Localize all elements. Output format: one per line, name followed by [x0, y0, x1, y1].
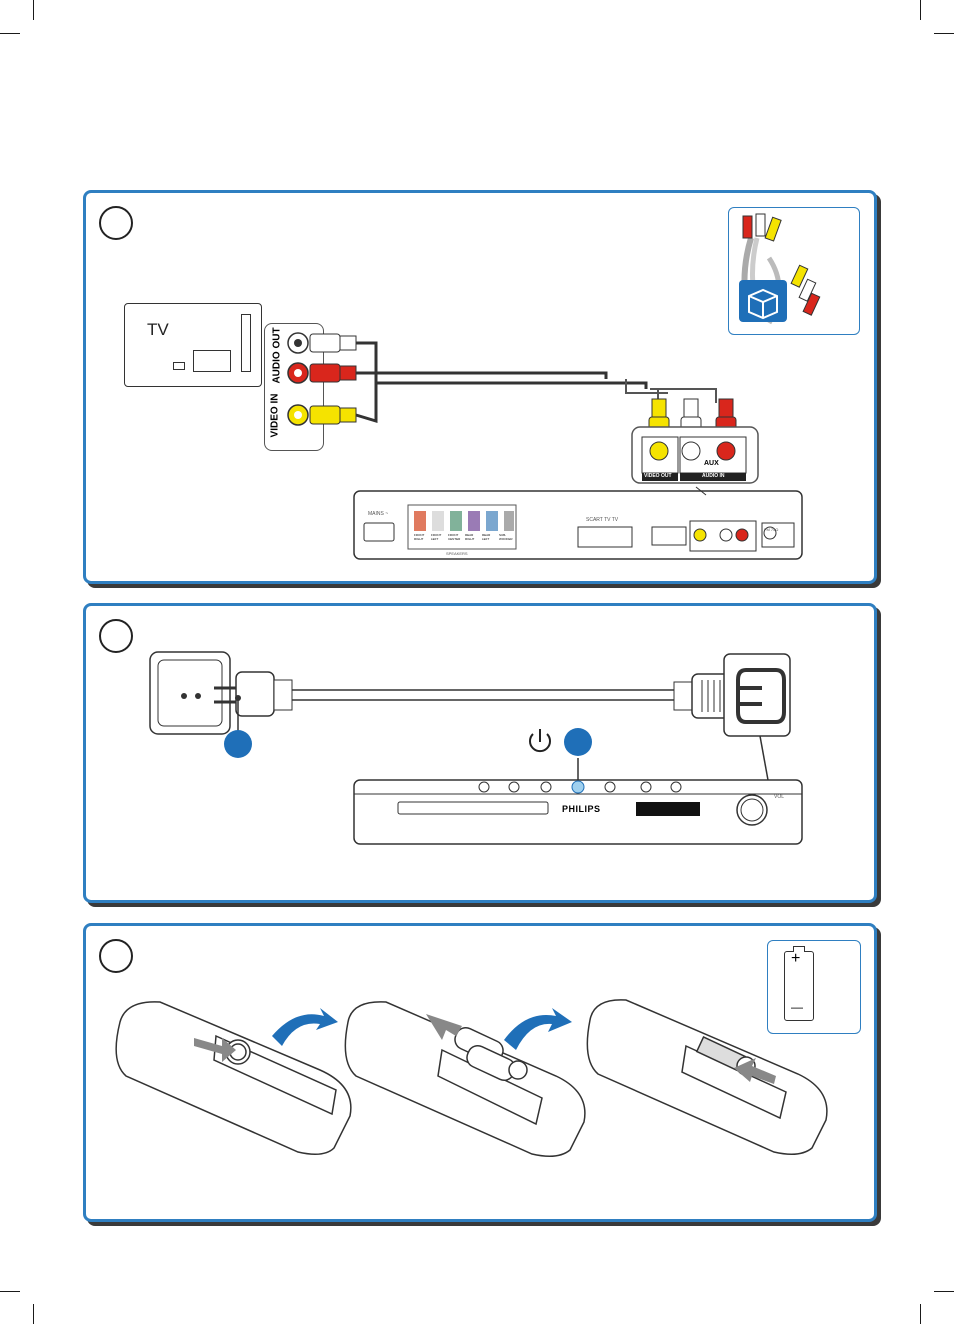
- video-out-label: VIDEO OUT: [644, 473, 672, 479]
- rear-mains-label: MAINS ~: [368, 511, 388, 517]
- remote-open-cover: [116, 1002, 351, 1154]
- crop-mark: [0, 33, 20, 34]
- crop-mark: [934, 33, 954, 34]
- rear-fm-label: FM 75Ω: [764, 527, 778, 532]
- aux-label: AUX: [704, 460, 719, 467]
- crop-mark: [934, 1291, 954, 1292]
- crop-mark: [920, 1304, 921, 1324]
- cable-diagram: [86, 193, 874, 581]
- panel-power-connection: PHILIPS VOL: [83, 603, 877, 903]
- audio-in-label: AUDIO IN: [702, 473, 725, 479]
- remote-close-cover: [587, 1000, 827, 1154]
- crop-mark: [33, 1304, 34, 1324]
- speaker-port-label: SUB-WOOFER: [499, 533, 514, 541]
- vol-label: VOL: [774, 794, 784, 800]
- speaker-port-label: FRONT LEFT: [431, 533, 446, 541]
- speaker-port-label: FRONT RIGHT: [414, 533, 429, 541]
- crop-mark: [920, 0, 921, 20]
- rear-speaker-labels: FRONT RIGHT FRONT LEFT FRONT CENTER REAR…: [414, 533, 518, 541]
- panel-connect-cables: TV AUDIO OUT VIDEO IN: [83, 190, 877, 584]
- speaker-port-label: FRONT CENTER: [448, 533, 463, 541]
- speaker-port-label: REAR LEFT: [482, 533, 497, 541]
- power-icon: [530, 729, 550, 751]
- brand-logo: PHILIPS: [562, 804, 601, 814]
- panel-insert-batteries: + —: [83, 923, 877, 1222]
- battery-insert-diagram: [86, 926, 874, 1219]
- crop-mark: [0, 1291, 20, 1292]
- power-diagram: [86, 606, 874, 900]
- rear-scart-label: SCART TV TV: [586, 517, 618, 523]
- rear-speakers-label: SPEAKERS: [446, 551, 468, 556]
- crop-mark: [33, 0, 34, 20]
- remote-insert-battery: [345, 1002, 585, 1156]
- speaker-port-label: REAR RIGHT: [465, 533, 480, 541]
